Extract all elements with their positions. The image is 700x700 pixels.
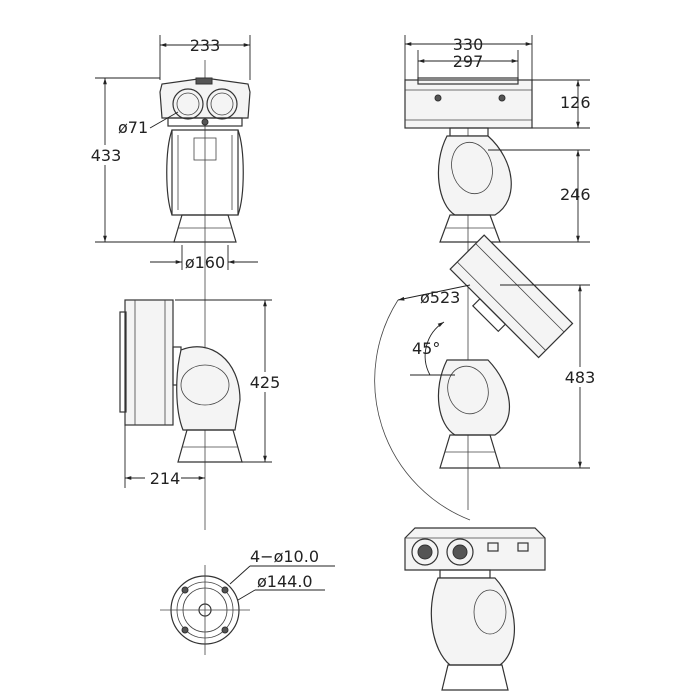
side-window (451, 141, 493, 195)
dim-front-height: 433 (91, 146, 122, 165)
dim-base-diameter: ø160 (185, 253, 225, 272)
dim-tilt-height: 483 (565, 368, 596, 387)
dim-front-width: 233 (190, 36, 221, 55)
dim-bolt-holes: 4−ø10.0 (250, 547, 319, 566)
dim-swing-radius: ø523 (420, 288, 460, 307)
perspective-lens-right (446, 538, 474, 566)
dim-bolt-circle: ø144.0 (257, 572, 313, 591)
bolt-hole (221, 586, 229, 594)
dim-top-width-outer: 330 (453, 35, 484, 54)
dim-housing-height: 126 (560, 93, 591, 112)
bottom-view: 4−ø10.0 ø144.0 (160, 547, 335, 655)
dim-lens-diameter: ø71 (118, 118, 148, 137)
front-view: 233 433 ø71 ø160 (88, 35, 258, 272)
dim-side-height: 425 (250, 373, 281, 392)
bolt-hole (181, 626, 189, 634)
left-side-view: 425 214 (119, 299, 286, 488)
front-lens-left (172, 88, 204, 120)
dim-top-width-inner: 297 (453, 52, 484, 71)
left-window (180, 364, 230, 406)
perspective-view (404, 527, 546, 691)
bolt-hole (181, 586, 189, 594)
side-view: 330 297 126 246 (404, 35, 591, 243)
dim-tilt-angle: 45° (412, 339, 440, 358)
front-lens-right (206, 88, 238, 120)
tilted-view: ø523 45° 483 (374, 234, 600, 521)
dim-head-height: 246 (560, 185, 591, 204)
bolt-hole (221, 626, 229, 634)
dim-side-offset: 214 (150, 469, 181, 488)
perspective-lens-left (411, 538, 439, 566)
